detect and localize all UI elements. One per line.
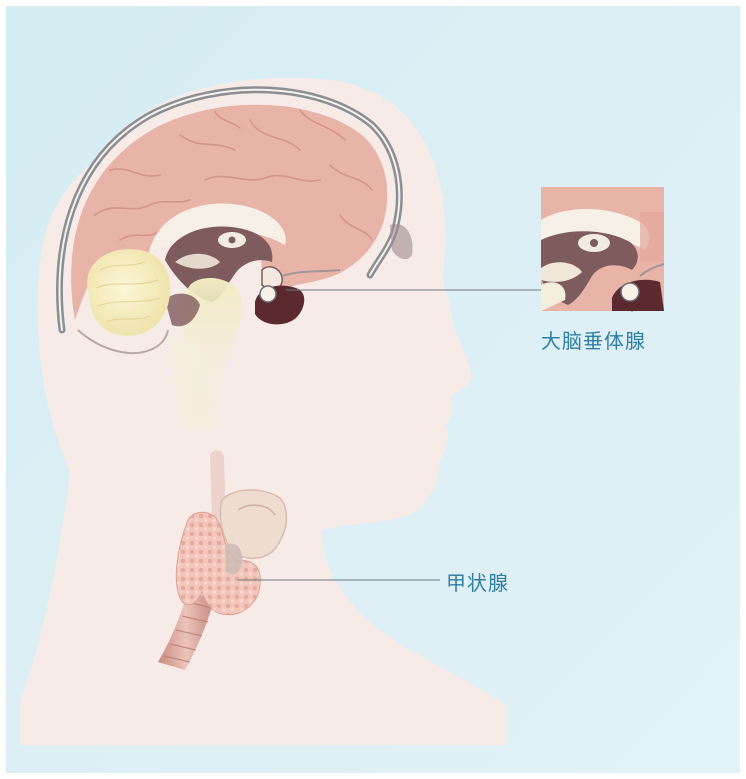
pituitary-label: 大脑垂体腺: [541, 331, 646, 351]
cerebellum: [87, 249, 170, 336]
pituitary-inset: [541, 187, 664, 311]
thyroid-label: 甲状腺: [446, 573, 509, 593]
